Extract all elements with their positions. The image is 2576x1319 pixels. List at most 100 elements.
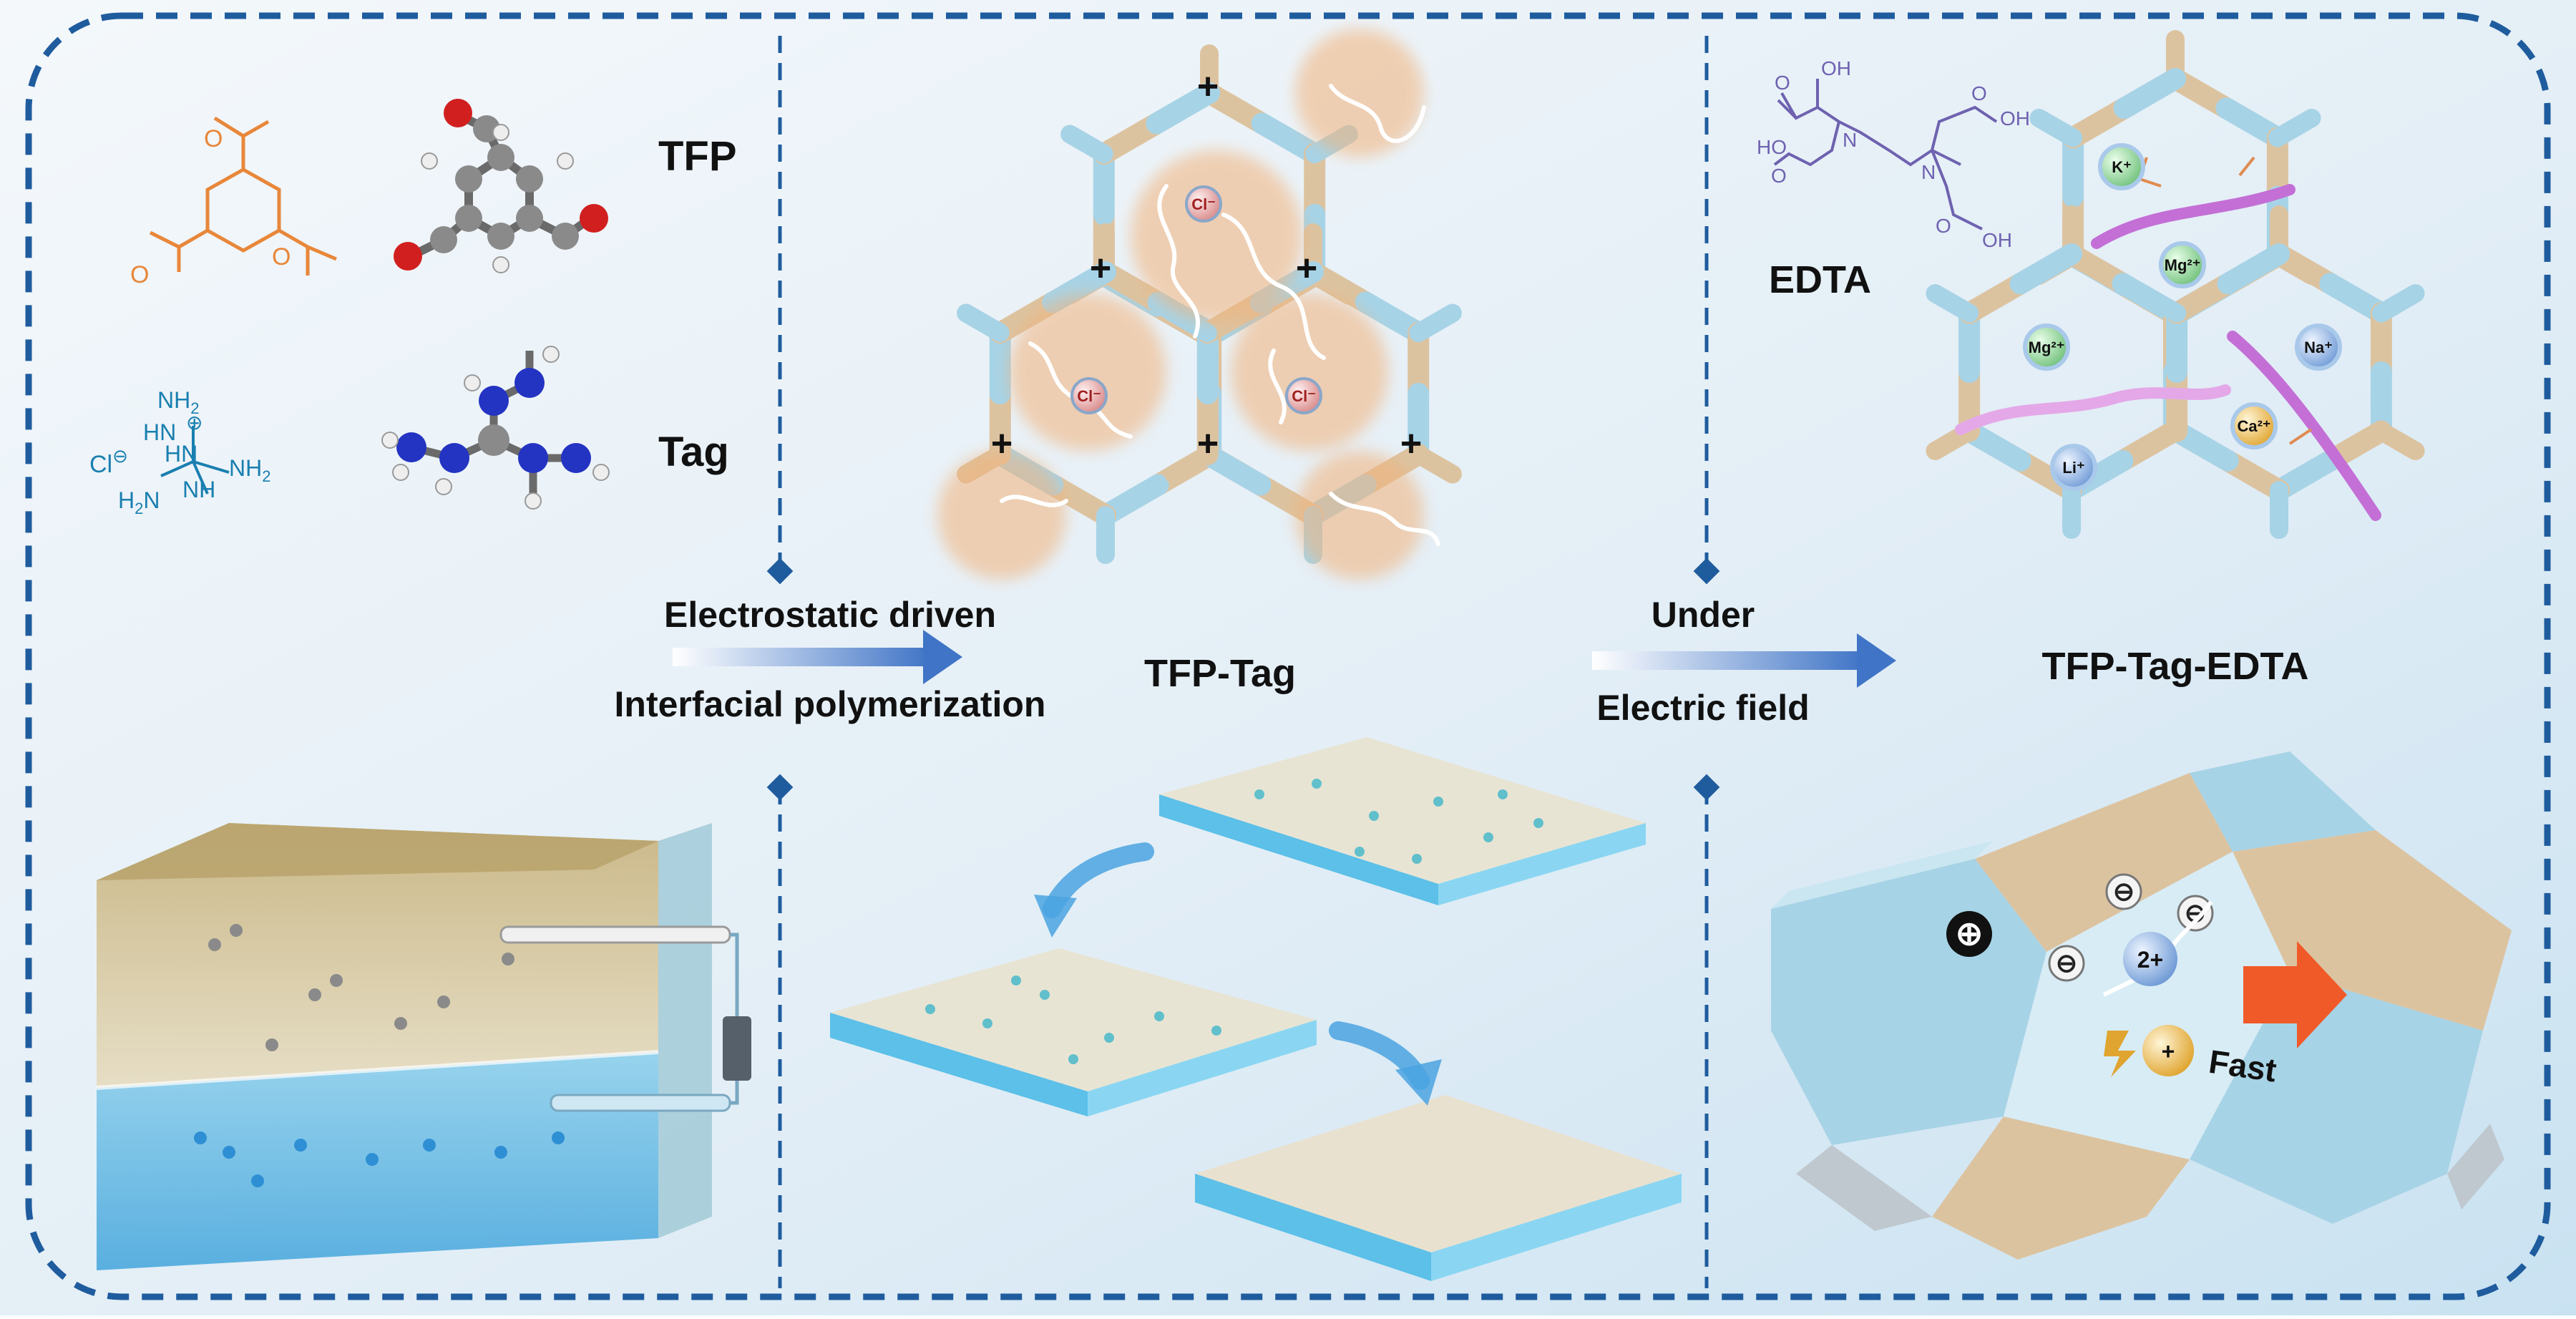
svg-text:O: O xyxy=(1971,82,1987,104)
membrane-slab-middle xyxy=(830,948,1317,1116)
svg-text:Cl⁻: Cl⁻ xyxy=(1191,195,1216,213)
curved-arrow-right-head xyxy=(1395,1059,1442,1106)
svg-text:N: N xyxy=(1843,129,1857,151)
positive-charges: + + + + + + xyxy=(991,66,1422,464)
svg-text:O: O xyxy=(1771,165,1787,187)
svg-text:Mg²⁺: Mg²⁺ xyxy=(2165,256,2201,274)
framework-stub xyxy=(2029,109,2083,147)
tfp-ball-and-stick xyxy=(394,99,608,273)
svg-text:Cl⁻: Cl⁻ xyxy=(1292,387,1316,405)
svg-text:+: + xyxy=(1400,423,1422,464)
divider-right-diamond-top xyxy=(1693,558,1720,585)
lightning-icon xyxy=(2104,1031,2136,1077)
svg-text:N: N xyxy=(1921,161,1936,183)
dashed-border xyxy=(25,12,2551,1300)
svg-text:Ca²⁺: Ca²⁺ xyxy=(2237,417,2270,435)
divider-left-diamond-bottom xyxy=(766,774,794,801)
framework-stub xyxy=(1926,284,1979,323)
framework-edge xyxy=(1042,261,1116,313)
svg-text:+: + xyxy=(1197,66,1219,107)
svg-text:O: O xyxy=(272,243,291,271)
divalent-ion xyxy=(2123,932,2177,986)
framework-stub xyxy=(1409,303,1462,342)
interface-tank xyxy=(96,823,751,1270)
step1-label-bottom: Interfacial polymerization xyxy=(614,684,1046,724)
framework-stub xyxy=(1409,445,1462,484)
ion-transport-channel xyxy=(1771,751,2512,1260)
svg-text:+: + xyxy=(1197,423,1219,464)
tfp-tag-edta-title: TFP-Tag-EDTA xyxy=(2041,645,2309,688)
svg-text:Mg²⁺: Mg²⁺ xyxy=(2029,339,2065,356)
svg-text:⊖: ⊖ xyxy=(2113,877,2135,906)
edta-groups: OHO HOO NN OHO OHO xyxy=(1757,57,2030,251)
monovalent-ion-label: + xyxy=(2162,1038,2175,1064)
arrow-step2-head xyxy=(1857,633,1896,688)
svg-text:OH: OH xyxy=(2000,107,2030,130)
framework-edge xyxy=(2009,243,2082,295)
membrane-defects xyxy=(925,779,1543,1064)
svg-text:+: + xyxy=(991,423,1013,464)
arrow-step2-shaft xyxy=(1592,651,1864,670)
tfp-tag-framework: Cl⁻ Cl⁻ Cl⁻ + + + + + + xyxy=(937,29,1462,580)
svg-text:K⁺: K⁺ xyxy=(2112,158,2132,176)
tfp-tag-edta-hex-edges xyxy=(1926,30,2425,539)
framework-stub xyxy=(2268,109,2321,147)
svg-text:Na⁺: Na⁺ xyxy=(2304,339,2333,356)
svg-text:+: + xyxy=(1296,248,1317,289)
tfp-tag-title: TFP-Tag xyxy=(1144,652,1296,695)
svg-text:O: O xyxy=(130,261,149,288)
tag-formula: NH2 HN ⊕ HN NH2 H2N NH xyxy=(118,387,270,517)
framework-stub xyxy=(2371,284,2425,323)
svg-text:Cl⁻: Cl⁻ xyxy=(1077,387,1101,405)
cation-labels: K⁺ Mg²⁺ Na⁺ Mg²⁺ Ca²⁺ Li⁺ xyxy=(2029,158,2333,477)
monovalent-ion xyxy=(2142,1025,2194,1076)
svg-text:⊕: ⊕ xyxy=(186,412,203,434)
svg-text:HN: HN xyxy=(165,441,197,467)
arrow-step1-head xyxy=(923,630,962,684)
membrane-slab-bottom xyxy=(1195,1095,1682,1281)
tank-tag-molecules xyxy=(194,1131,565,1187)
curved-arrow-left-head xyxy=(1034,895,1077,938)
step2-label-top: Under xyxy=(1651,595,1755,635)
membrane-slab-top xyxy=(1159,737,1646,905)
power-source xyxy=(723,1016,751,1081)
edta-structure xyxy=(1773,79,1998,230)
svg-text:HN: HN xyxy=(143,419,176,445)
svg-text:O: O xyxy=(204,125,223,152)
channel-pore xyxy=(2004,852,2290,1159)
tfp-label: TFP xyxy=(658,133,737,180)
svg-text:O: O xyxy=(1936,215,1951,237)
chloride-ion-labels: Cl⁻ Cl⁻ Cl⁻ xyxy=(1077,195,1316,405)
tfp-tag-edta-framework: K⁺ Mg²⁺ Na⁺ Mg²⁺ Ca²⁺ Li⁺ xyxy=(1926,30,2425,539)
framework-stub xyxy=(1060,125,1113,163)
cation-spheres xyxy=(2023,143,2342,491)
negative-sites xyxy=(2048,873,2214,982)
step1-label-top: Electrostatic driven xyxy=(663,595,997,635)
svg-text:NH: NH xyxy=(182,477,215,502)
svg-text:O: O xyxy=(1775,72,1790,94)
step2-label-bottom: Electric field xyxy=(1596,688,1810,728)
svg-text:⊖: ⊖ xyxy=(2056,948,2077,978)
tag-ball-and-stick xyxy=(381,346,610,510)
tag-skeletal-structure xyxy=(160,426,230,495)
tfp-skeletal-structure xyxy=(149,116,337,276)
framework-stub xyxy=(1164,445,1217,484)
framework-stub xyxy=(2133,284,2187,323)
framework-stub xyxy=(2133,422,2187,460)
svg-text:+: + xyxy=(1090,248,1111,289)
edta-label: EDTA xyxy=(1769,258,1871,301)
framework-stub xyxy=(1926,422,1979,460)
positive-wall-symbol: ⊕ xyxy=(1956,915,1984,952)
divider-right-diamond-bottom xyxy=(1693,774,1720,801)
framework-stub xyxy=(1164,303,1217,342)
svg-text:Li⁺: Li⁺ xyxy=(2062,459,2084,477)
divalent-ion-label: 2+ xyxy=(2137,947,2163,973)
svg-text:OH: OH xyxy=(1821,57,1851,79)
framework-edge xyxy=(1146,82,1220,135)
chloride-ions xyxy=(1070,185,1322,414)
svg-text:OH: OH xyxy=(1982,229,2012,251)
transport-text: ⊕ 2+ + Fast xyxy=(1956,915,2279,1089)
positive-wall-disk xyxy=(1946,911,1992,957)
